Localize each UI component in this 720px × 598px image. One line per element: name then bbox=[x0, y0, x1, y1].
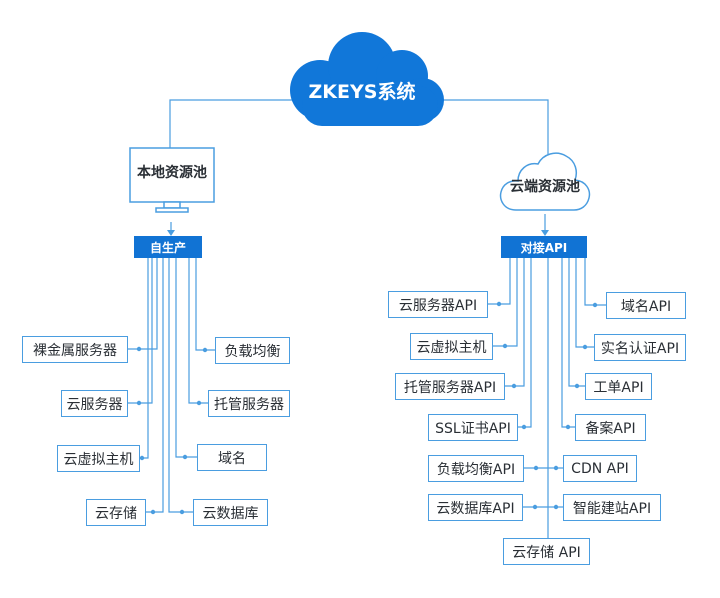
dot-cloud-left-0 bbox=[496, 301, 502, 307]
line-cloud-item-8 bbox=[575, 258, 594, 348]
cloud-outline-icon bbox=[499, 152, 591, 211]
dot-local-right-3 bbox=[179, 509, 185, 515]
cloud-item-ssl-api: SSL证书API bbox=[428, 414, 518, 441]
local-item-load-balancer: 负载均衡 bbox=[215, 337, 290, 364]
line-cloud-item-0 bbox=[488, 258, 511, 305]
dot-local-right-1 bbox=[196, 400, 202, 406]
cloud-item-database-api: 云数据库API bbox=[428, 494, 523, 521]
line-local-item-5 bbox=[188, 258, 208, 404]
local-item-storage: 云存储 bbox=[86, 499, 146, 526]
dot-cloud-left-4 bbox=[533, 465, 539, 471]
line-cloud-item-1 bbox=[493, 258, 518, 347]
arrow-cloud-bar bbox=[541, 230, 549, 236]
dot-local-left-0 bbox=[136, 346, 142, 352]
cloud-item-storage-api: 云存储 API bbox=[503, 538, 590, 565]
monitor-icon bbox=[129, 147, 215, 213]
line-cloud-item-10 bbox=[561, 258, 575, 428]
local-item-hosted-server: 托管服务器 bbox=[208, 390, 290, 417]
dot-cloud-right-5 bbox=[553, 504, 559, 510]
dot-cloud-left-5 bbox=[532, 504, 538, 510]
line-cloud-item-2 bbox=[505, 258, 525, 387]
line-local-item-2 bbox=[140, 258, 149, 459]
local-item-virtual-host: 云虚拟主机 bbox=[57, 445, 140, 472]
local-pool-label: 本地资源池 bbox=[137, 165, 207, 181]
cloud-pool-label: 云端资源池 bbox=[510, 179, 580, 195]
dot-cloud-right-4 bbox=[553, 465, 559, 471]
local-item-domain: 域名 bbox=[197, 444, 267, 471]
line-local-item-6 bbox=[175, 258, 197, 458]
dot-cloud-right-1 bbox=[582, 344, 588, 350]
arrow-local-bar bbox=[167, 230, 175, 236]
cloud-item-domain-api: 域名API bbox=[606, 292, 686, 319]
cloud-item-cdn-api: CDN API bbox=[563, 455, 637, 482]
dot-local-left-1 bbox=[136, 400, 142, 406]
dot-local-left-3 bbox=[150, 509, 156, 515]
local-item-database: 云数据库 bbox=[193, 499, 268, 526]
cloud-item-filing-api: 备案API bbox=[575, 414, 646, 441]
cloud-icon bbox=[290, 32, 444, 126]
dot-local-left-2 bbox=[139, 455, 145, 461]
local-pool-bar: 自生产 bbox=[134, 236, 202, 258]
local-item-bare-metal: 裸金属服务器 bbox=[22, 336, 128, 363]
cloud-item-hosted-server-api: 托管服务器API bbox=[395, 373, 505, 400]
dot-cloud-right-3 bbox=[565, 424, 571, 430]
dot-cloud-left-3 bbox=[521, 424, 527, 430]
cloud-item-cloud-server-api: 云服务器API bbox=[388, 291, 488, 318]
cloud-item-real-name-api: 实名认证API bbox=[594, 334, 686, 361]
cloud-pool-bar: 对接API bbox=[501, 236, 587, 258]
root-node-label: ZKEYS系统 bbox=[308, 80, 416, 103]
cloud-item-ticket-api: 工单API bbox=[585, 373, 652, 400]
local-item-cloud-server: 云服务器 bbox=[61, 390, 128, 417]
dot-cloud-right-0 bbox=[592, 302, 598, 308]
dot-cloud-left-2 bbox=[511, 383, 517, 389]
dot-local-right-2 bbox=[182, 454, 188, 460]
line-cloud-item-7 bbox=[584, 258, 606, 306]
cloud-item-site-builder-api: 智能建站API bbox=[563, 494, 661, 521]
line-local-item-1 bbox=[128, 258, 153, 404]
cloud-item-load-balancer-api: 负载均衡API bbox=[428, 455, 524, 482]
dot-cloud-left-1 bbox=[502, 343, 508, 349]
line-local-item-0 bbox=[128, 258, 158, 350]
line-local-item-7 bbox=[168, 258, 193, 513]
line-local-item-4 bbox=[195, 258, 215, 351]
cloud-item-virtual-host: 云虚拟主机 bbox=[410, 333, 493, 360]
line-root-to-local bbox=[169, 99, 300, 150]
line-root-to-cloud bbox=[436, 99, 549, 158]
dot-cloud-right-2 bbox=[574, 383, 580, 389]
dot-local-right-0 bbox=[202, 347, 208, 353]
line-cloud-item-9 bbox=[568, 258, 585, 387]
